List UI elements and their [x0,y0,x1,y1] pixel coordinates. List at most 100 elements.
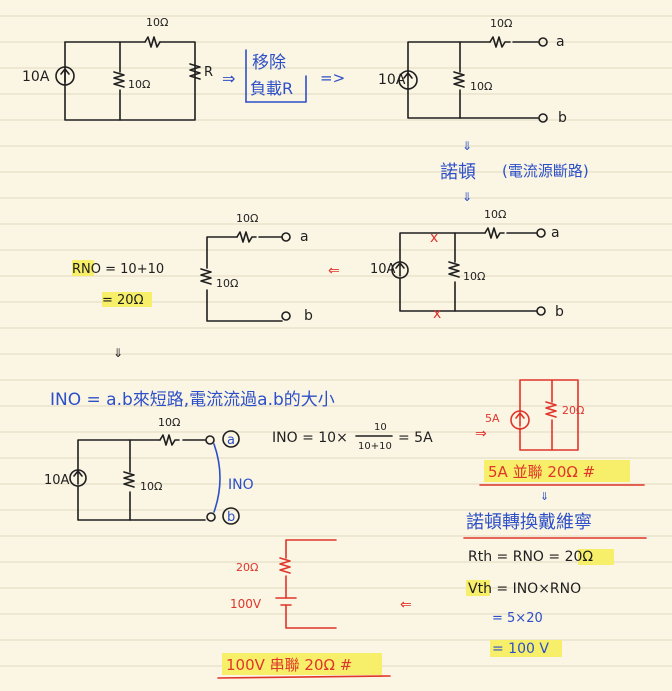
thevenin-r-label: 20Ω [236,561,258,574]
thevenin-equivalent: ⇐ 20Ω 100V 100V 串聯 20Ω # [217,539,412,679]
highlight [490,640,562,657]
original-circuit: 10A 10Ω 10Ω R [22,16,213,121]
step-norton-to-thevenin: ⇓ 諾頓轉換戴維寧 [463,490,647,539]
rth-line: Rth = RNO = 20Ω [468,549,593,565]
vth-line: Vth = INO×RNO [468,581,581,597]
r-mid-label: 10Ω [470,80,492,93]
ino-result: = 5A [398,430,433,446]
terminal-a-label: a [227,433,235,448]
terminal-b-label: b [555,304,564,320]
arrow-right: ⇒ [475,426,487,442]
terminal-a [205,435,215,445]
vth-eq1: = 5×20 [492,611,543,626]
rno-line2: = 20Ω [102,293,144,308]
terminal-b-label: b [304,308,313,324]
norton-caption: 5A 並聯 20Ω # [488,463,595,481]
current-source [398,70,418,90]
note-remove: 移除 [252,53,286,73]
terminal-b [206,512,216,522]
arrow-left: ⇐ [400,597,412,613]
terminal-b [281,311,291,321]
r-mid-label: 10Ω [216,277,238,290]
short-current-label: INO [228,477,254,493]
source-label: 10A [378,72,406,88]
step-remove-load: ⇒ 移除 負載R => [222,49,345,103]
arrow-down-2: ⇓ [462,190,472,204]
rno-calculation: RNO = 10+10 = 20Ω ⇐ [72,260,340,308]
resistor-mid [453,71,465,88]
fraction-numerator: 10 [374,422,387,433]
arrow-left: ⇐ [328,263,340,279]
current-source [69,469,87,487]
highlight [466,580,490,596]
circuit-short-circuit: 10A 10Ω 10Ω a b INO [44,416,254,525]
terminal-a [281,232,291,242]
resistor-load [189,63,201,80]
underline [217,675,391,679]
highlight [102,292,152,307]
terminal-a-circle [222,430,240,448]
highlight [222,653,382,675]
ino-calculation: INO = 10× 10 10+10 = 5A [272,422,433,452]
thevenin-v-label: 100V [230,597,262,611]
r-top-label: 10Ω [484,208,506,221]
r-load-label: R [204,65,213,80]
source-label: 10A [370,262,396,277]
thevenin-calculation: Rth = RNO = 20Ω Vth = INO×RNO = 5×20 = 1… [466,549,614,657]
note-load-r: 負載R [250,79,293,98]
terminal-b [538,113,548,123]
r-mid-label: 10Ω [140,480,162,493]
resistor-top [236,231,257,243]
fraction-denominator: 10+10 [358,441,392,452]
vth-eq2: = 100 V [492,641,549,657]
highlight [484,460,630,482]
norton-source-label: 5A [485,412,500,425]
terminal-a [538,37,548,47]
resistor-top [144,36,161,48]
ino-definition: INO = a.b來短路,電流流過a.b的大小 [50,390,335,410]
terminal-b-label: b [558,110,567,126]
arrow-right: ⇒ [222,69,235,88]
ino-prefix: INO = 10× [272,430,348,446]
cut-mark-bottom: x [433,306,441,322]
highlight [72,260,94,276]
current-source [55,66,75,86]
highlight [578,549,614,565]
norton-subtitle: (電流源斷路) [502,162,589,180]
norton-resistor [545,401,557,418]
norton-equivalent: ⇒ 5A 20Ω 5A 並聯 20Ω # [475,379,645,486]
terminal-b-circle [222,507,240,525]
thevenin-caption: 100V 串聯 20Ω # [226,656,352,674]
conversion-title: 諾頓轉換戴維寧 [466,512,592,533]
resistor-mid [123,471,135,488]
step-norton: ⇓ 諾頓 (電流源斷路) ⇓ [440,139,589,204]
rno-line1: RNO = 10+10 [72,262,164,277]
circuit-resistors-only: 10Ω 10Ω a b [200,212,313,324]
terminal-b-label: b [227,510,235,525]
short-wire [213,443,221,513]
ruled-lines [0,15,672,667]
resistor-mid [200,268,212,285]
r-mid-label: 10Ω [463,270,485,283]
r-top-label: 10Ω [236,212,258,225]
cut-mark-top: x [430,230,438,246]
terminal-a [536,228,546,238]
r-top-label: 10Ω [158,416,180,429]
source-label: 10A [22,69,50,85]
norton-r-label: 20Ω [562,404,584,417]
arrow-down: ⇓ [540,490,549,503]
arrow-right-2: => [320,69,345,87]
arrow-down: ⇓ [113,346,123,360]
r-top-label: 10Ω [490,17,512,30]
norton-current-source [510,410,530,430]
terminal-b [536,306,546,316]
resistor-mid [113,71,125,88]
resistor-top [484,227,505,239]
circuit-source-opened: x x 10A 10Ω 10Ω a b [370,208,564,322]
resistor-top [159,434,180,446]
resistor-mid [448,261,460,278]
terminal-a-label: a [556,34,565,50]
